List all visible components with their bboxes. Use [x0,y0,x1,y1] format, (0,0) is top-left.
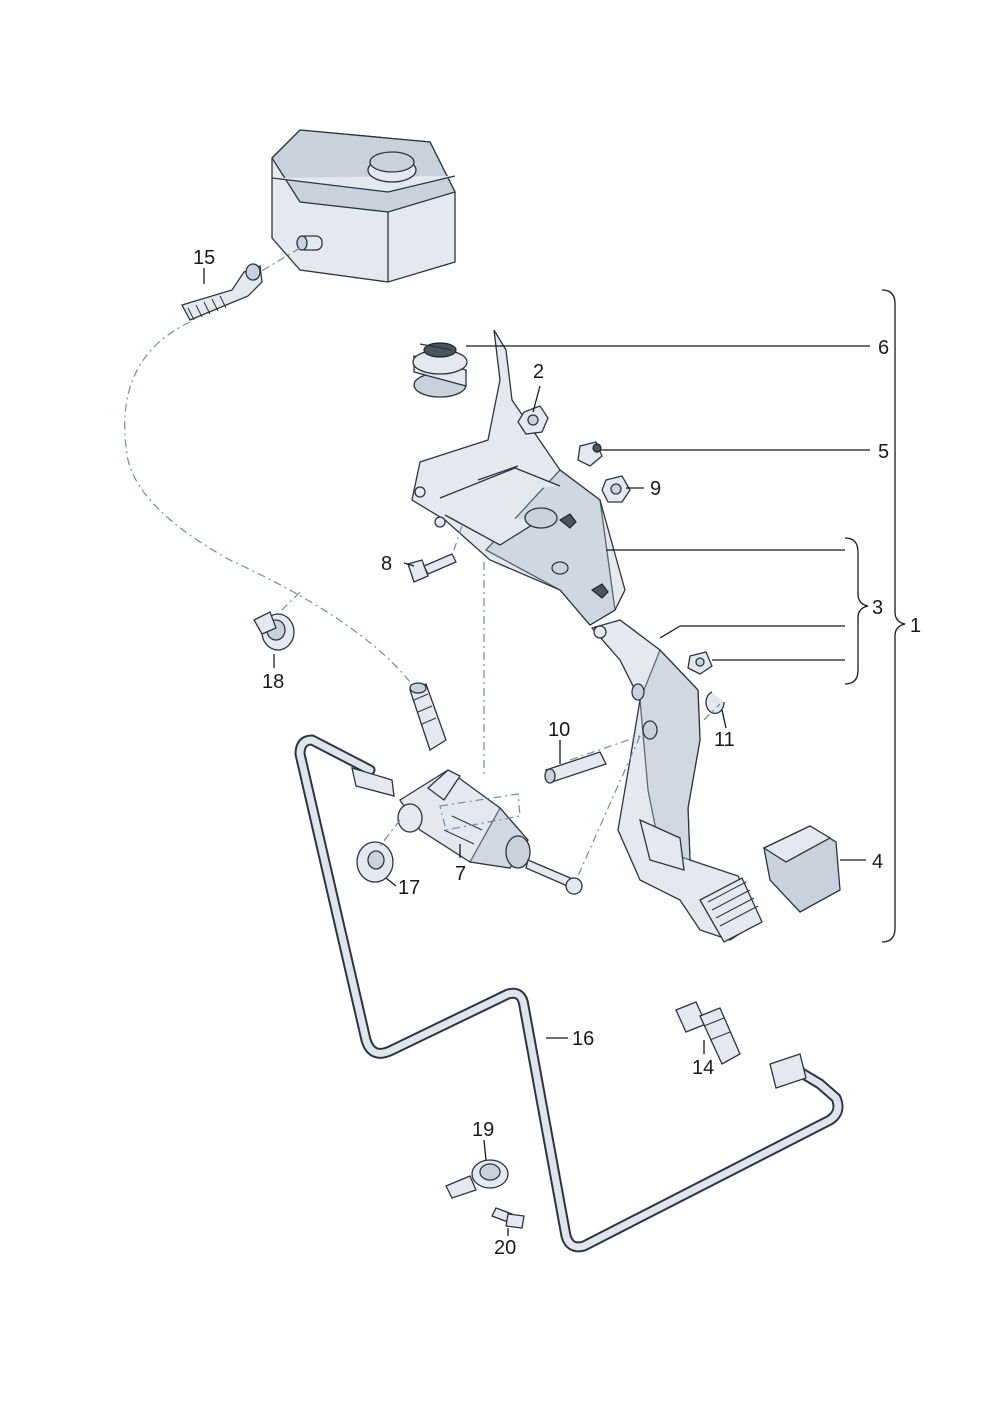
brace-3 [844,537,869,685]
callout-8: 8 [381,553,392,575]
bump-stop-6 [412,342,468,398]
callout-numbers: 15 6 2 5 9 8 3 1 18 10 11 4 7 17 16 14 1… [193,247,921,1259]
connector-14 [675,1001,741,1065]
leader-lines [203,268,870,1236]
callout-20: 20 [494,1237,516,1259]
hose-end [409,682,447,751]
hose-connector-15 [181,263,263,321]
callout-17: 17 [398,877,420,899]
nut-2 [517,405,549,435]
clip-5 [577,441,603,467]
pin-10 [544,751,607,784]
bolt-8 [407,553,457,583]
fluid-reservoir [271,129,456,283]
callout-16: 16 [572,1028,594,1050]
callout-1: 1 [910,615,921,637]
callout-2: 2 [533,361,544,383]
bolt-20 [491,1207,525,1229]
callout-10: 10 [548,719,570,741]
clamp-19 [445,1159,509,1199]
brace-1 [881,289,906,943]
callout-5: 5 [878,441,889,463]
callout-11: 11 [714,729,735,751]
grommet-17 [356,841,394,883]
pressure-line-16 [294,734,844,1253]
callout-6: 6 [878,337,889,359]
circlip-11 [705,691,725,714]
callout-19: 19 [472,1119,494,1141]
master-cylinder-7 [397,769,583,895]
callout-3: 3 [872,597,883,619]
callout-7: 7 [455,863,466,885]
nut-9 [601,475,631,503]
clutch-pedal [590,619,763,943]
grommet-18 [253,611,295,651]
callout-18: 18 [262,671,284,693]
callout-14: 14 [692,1057,714,1079]
callout-9: 9 [650,478,661,500]
pedal-bushing [687,651,713,675]
assembly-lines [124,247,721,877]
callout-15: 15 [193,247,215,269]
pedal-pad-4 [762,825,841,913]
callout-4: 4 [872,851,883,873]
pedal-bracket [411,329,626,626]
